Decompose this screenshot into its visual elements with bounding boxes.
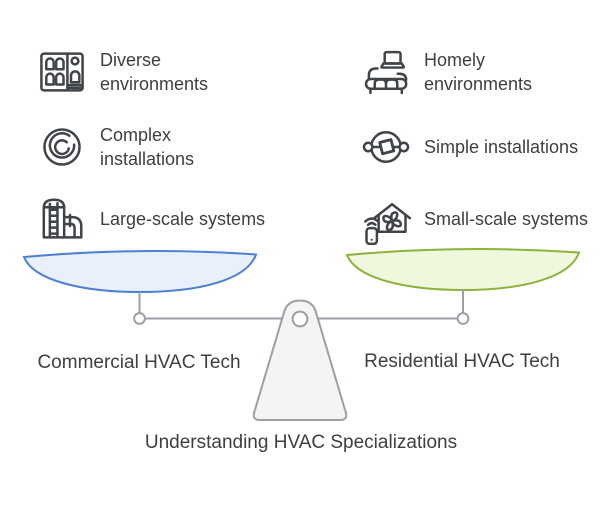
right-pan-bowl [345, 248, 581, 292]
item-label: Complex installations [100, 125, 195, 169]
item-label: Diverse environments [100, 50, 209, 94]
list-item: Homely environments [360, 46, 594, 98]
item-label: Simple installations [424, 137, 579, 157]
sofa-laptop-icon [364, 50, 408, 95]
building-facade-icon [40, 52, 84, 92]
item-label: Homely environments [424, 50, 533, 94]
diagram-title: Understanding HVAC Specializations [144, 432, 458, 453]
network-node-icon [362, 131, 410, 163]
left-pan-bowl [22, 250, 258, 294]
list-item: Complex installations [36, 121, 270, 173]
item-label: Small-scale systems [424, 209, 589, 229]
coil-icon [43, 128, 81, 166]
left-pivot-joint [133, 312, 146, 325]
list-item: Simple installations [360, 121, 594, 173]
industrial-silo-icon [42, 198, 83, 239]
left-pan-label: Commercial HVAC Tech [37, 352, 241, 373]
pedestal [252, 299, 348, 421]
item-label: Large-scale systems [100, 209, 266, 229]
list-item: Diverse environments [36, 46, 270, 98]
right-pivot-joint [456, 312, 470, 325]
fulcrum-hole [291, 310, 309, 328]
smart-home-fan-icon [364, 203, 412, 245]
right-pan-label: Residential HVAC Tech [364, 351, 560, 372]
list-item: Small-scale systems [360, 193, 594, 245]
list-item: Large-scale systems [36, 193, 270, 245]
